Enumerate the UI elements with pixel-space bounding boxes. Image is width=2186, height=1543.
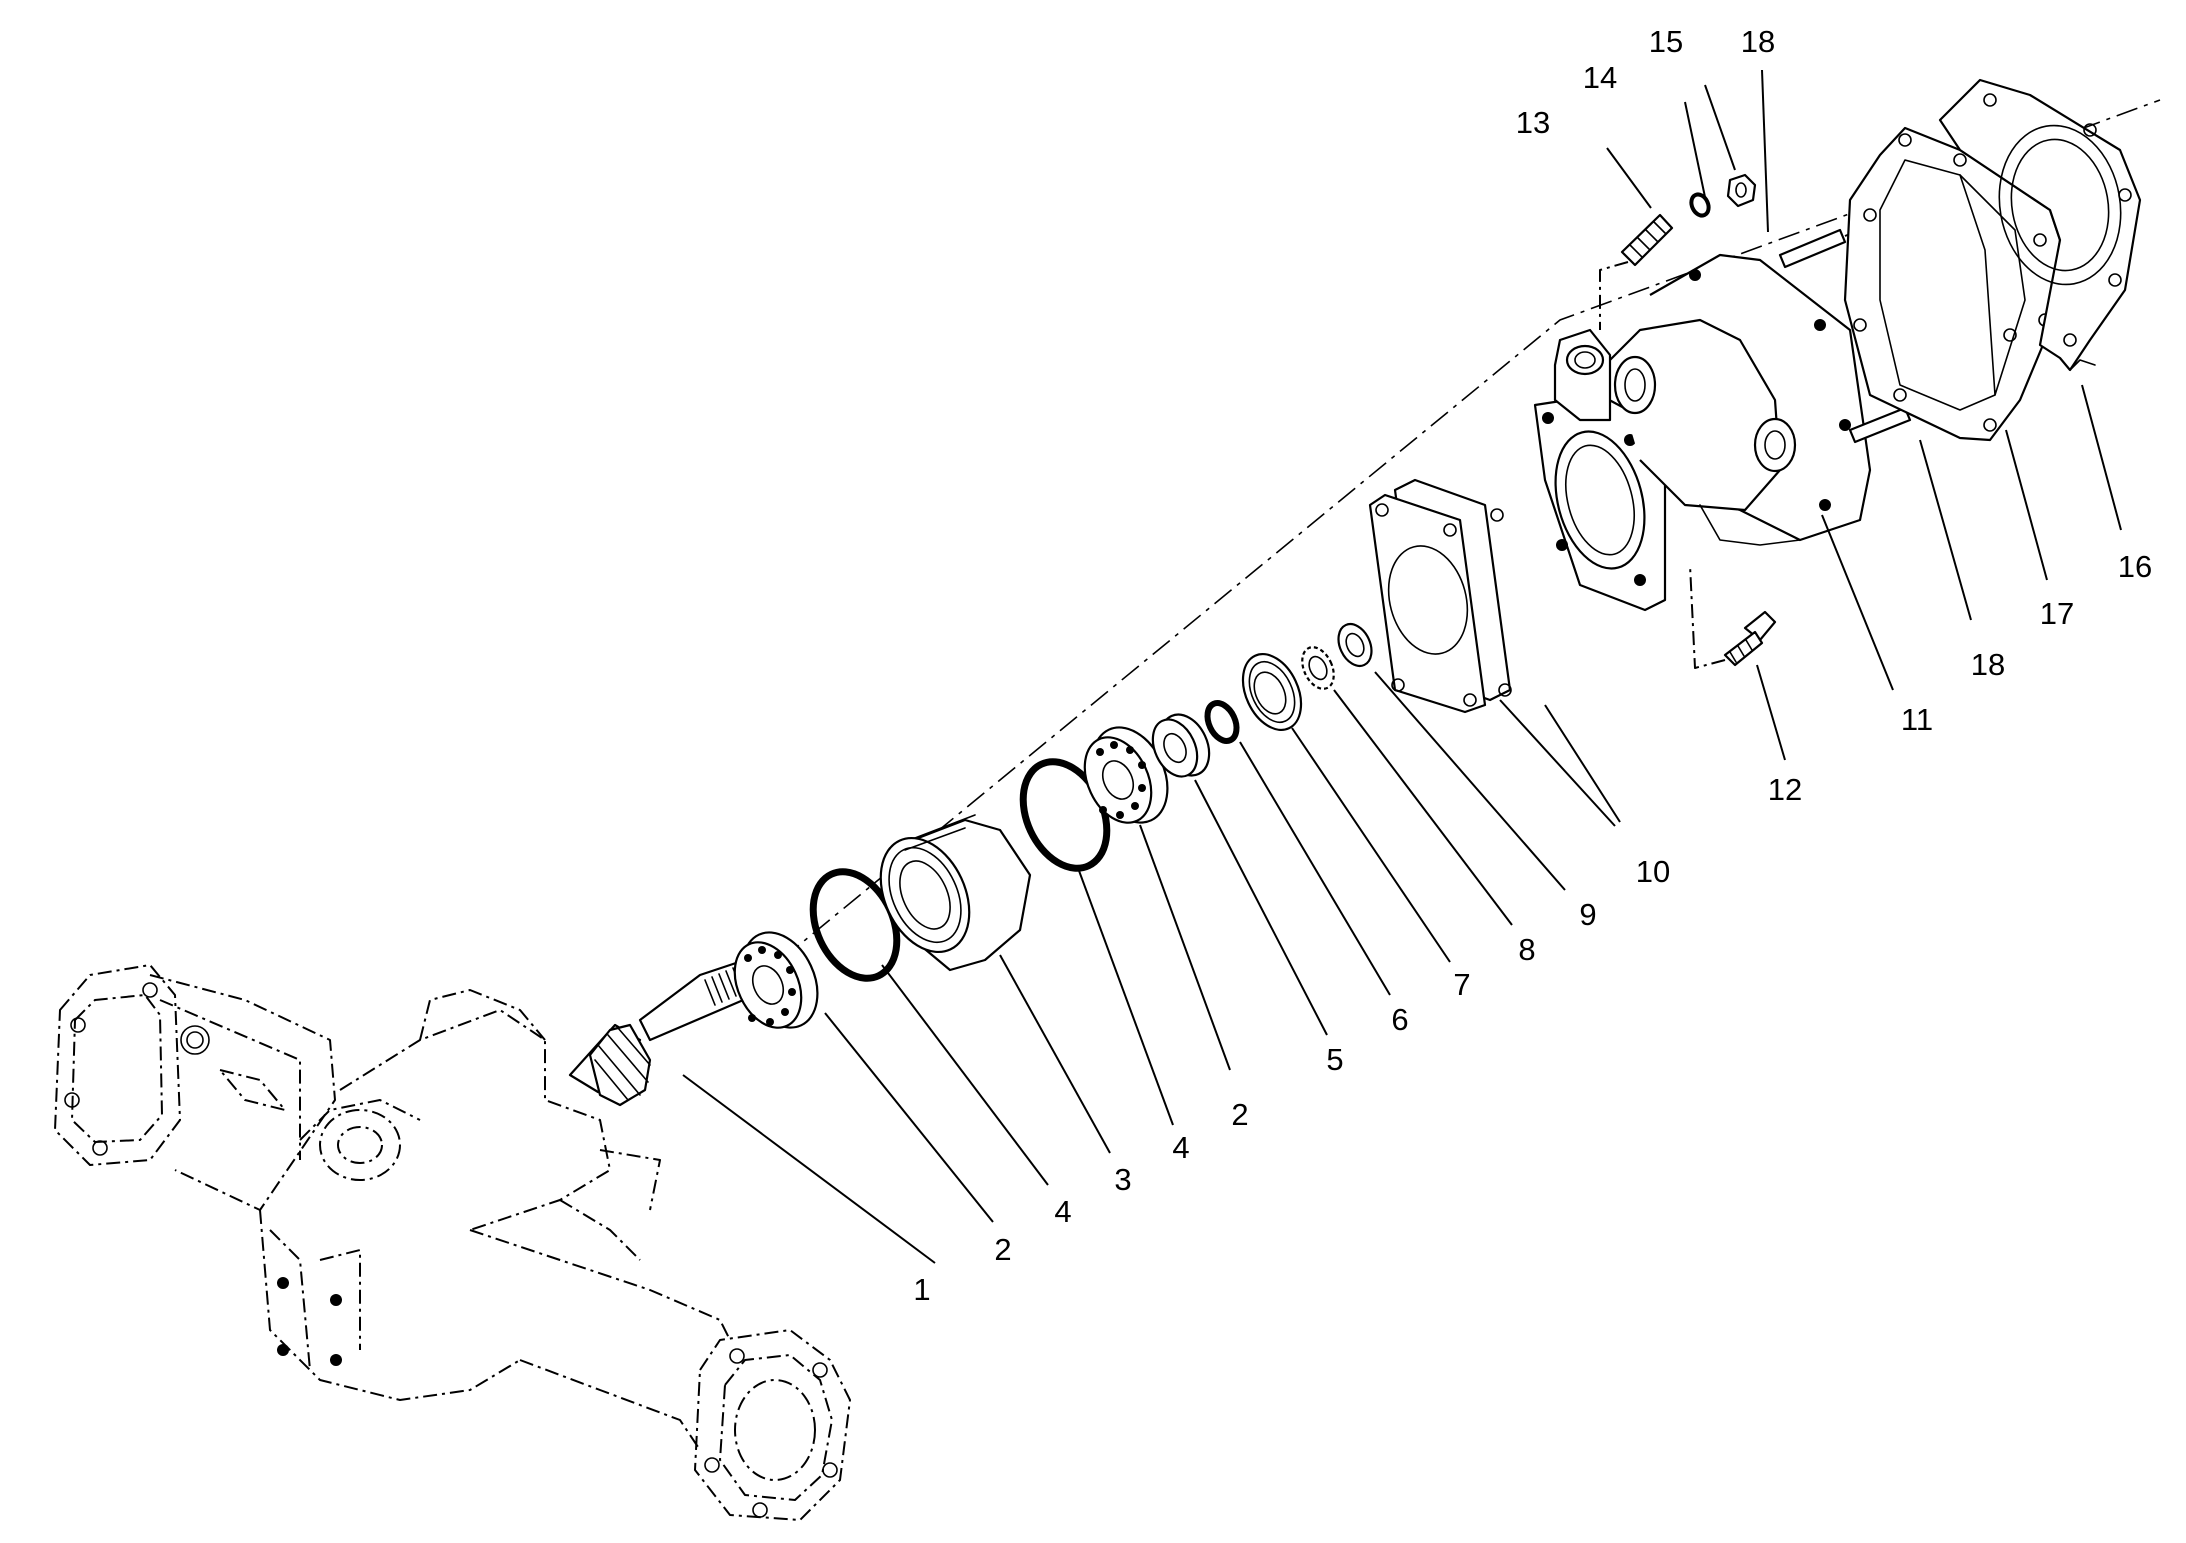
callout-14: 14 [1583, 60, 1617, 95]
callout-5: 5 [1326, 1042, 1343, 1077]
callout-2-right: 2 [1231, 1097, 1248, 1132]
callout-8: 8 [1518, 932, 1535, 967]
part-15-nut [1726, 173, 1757, 208]
callout-17: 17 [2040, 596, 2074, 631]
part-2-bearing-left [733, 931, 819, 1029]
assembly-axis [719, 99, 2161, 1011]
callout-1: 1 [913, 1272, 930, 1307]
part-6-snap-ring [1204, 700, 1240, 744]
callout-11: 11 [1901, 702, 1933, 737]
part-8-lock-washer [1301, 646, 1335, 690]
axle-housing [54, 964, 851, 1521]
part-10-gasket-plates [1368, 478, 1512, 714]
callout-10: 10 [1636, 854, 1670, 889]
part-9-nut [1337, 622, 1373, 668]
part-1-pinion-shaft [568, 958, 757, 1107]
callout-12: 12 [1768, 772, 1802, 807]
part-14-washer [1689, 192, 1711, 218]
callout-4-right: 4 [1172, 1130, 1189, 1165]
part-11-housing [1533, 253, 1872, 612]
callout-labels: 1 2 4 3 4 2 5 6 7 8 9 10 11 12 13 14 15 … [913, 24, 2152, 1307]
part-2-bearing-right [1083, 726, 1169, 824]
callout-13: 13 [1516, 105, 1550, 140]
callout-16: 16 [2118, 549, 2152, 584]
callout-18-bottom: 18 [1971, 647, 2005, 682]
callout-2-left: 2 [994, 1232, 1011, 1267]
callout-3: 3 [1114, 1162, 1131, 1197]
part-5-spacer [1151, 713, 1211, 778]
part-3-bearing-carrier [879, 814, 1032, 972]
callout-15: 15 [1649, 24, 1683, 59]
part-7-seal [1241, 653, 1303, 731]
callout-4-left: 4 [1054, 1194, 1071, 1229]
leader-lines [682, 69, 2122, 1264]
callout-6: 6 [1391, 1002, 1408, 1037]
callout-18-top: 18 [1741, 24, 1775, 59]
callout-7: 7 [1453, 967, 1470, 1002]
part-16-end-cover [1938, 78, 2142, 372]
part-13-stud [1599, 213, 1674, 330]
part-18-dowel-pin-bottom [1848, 406, 1912, 444]
callout-9: 9 [1579, 897, 1596, 932]
part-12-bolt [1689, 564, 1777, 669]
